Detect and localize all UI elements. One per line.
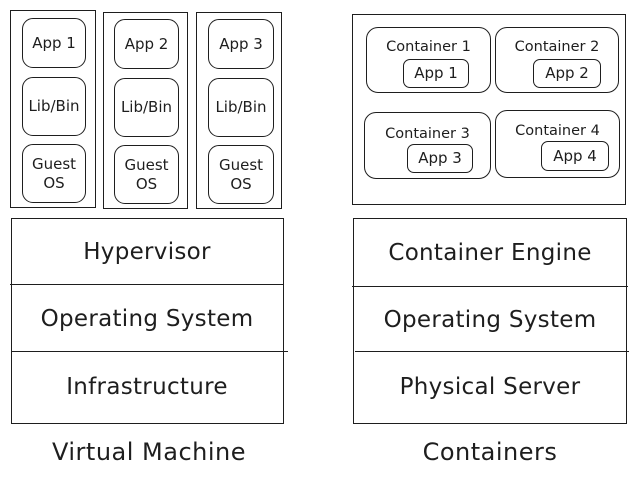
containers-layer-container-engine: Container Engine [355,220,625,286]
container-3: Container 3 [364,112,491,179]
vm-2-guest-os-label: Guest OS [124,155,169,193]
vm-layer-infrastructure: Infrastructure [12,353,282,421]
vm-3-libbin: Lib/Bin [208,78,274,137]
containers-layer-divider-1 [352,286,628,287]
containers-layer-operating-system: Operating System [355,288,625,351]
container-2-app: App 2 [533,59,601,88]
vm-layer-divider-1 [10,284,284,285]
containers-layer-physical-server-label: Physical Server [399,374,581,400]
vm-1-libbin: Lib/Bin [22,77,86,136]
containers-layer-divider-2 [355,351,629,352]
container-4: Container 4 [495,110,620,178]
vm-layer-stack [11,218,284,424]
vm-1-app: App 1 [22,18,86,68]
vm-3-app-label: App 3 [219,34,263,53]
vm-layer-operating-system: Operating System [12,286,282,351]
vm-layer-hypervisor: Hypervisor [12,220,282,284]
container-1-app: App 1 [403,59,469,88]
vm-caption: Virtual Machine [51,438,246,466]
containers-layer-stack [353,218,627,424]
container-3-title: Container 3 [385,126,470,142]
containers-caption: Containers [422,438,558,466]
vm-2-app: App 2 [114,19,179,69]
vm-layer-divider-2 [12,351,288,352]
container-4-app: App 4 [541,141,609,171]
vm-2-guest-os: Guest OS [114,145,179,204]
containers-layer-physical-server: Physical Server [355,353,625,421]
container-3-app-label: App 3 [418,149,462,167]
vm-1-app-label: App 1 [32,33,76,52]
vm-3-libbin-label: Lib/Bin [215,98,267,116]
container-1-title: Container 1 [386,39,471,55]
vm-3-guest-os: Guest OS [208,145,274,204]
container-1: Container 1 [366,27,491,93]
container-4-app-label: App 4 [553,146,597,165]
container-3-app: App 3 [407,144,473,173]
vm-1-guest-os-label: Guest OS [31,154,77,192]
container-1-app-label: App 1 [414,64,458,82]
containers-layer-operating-system-label: Operating System [383,306,597,333]
vm-layer-hypervisor-label: Hypervisor [83,239,211,265]
vm-2-libbin-label: Lib/Bin [120,98,173,116]
vm-layer-operating-system-label: Operating System [40,305,254,332]
vm-2-libbin: Lib/Bin [114,78,179,137]
container-2: Container 2 [495,27,619,93]
container-2-title: Container 2 [514,39,600,55]
vm-layer-infrastructure-label: Infrastructure [66,374,228,400]
vm-3-guest-os-label: Guest OS [218,155,264,193]
vm-2-app-label: App 2 [124,34,169,53]
container-4-title: Container 4 [515,123,600,139]
vm-1-libbin-label: Lib/Bin [28,97,80,115]
containers-layer-container-engine-label: Container Engine [388,240,592,266]
container-2-app-label: App 2 [545,64,589,82]
vm-1-guest-os: Guest OS [22,144,86,203]
vm-3-app: App 3 [208,19,274,69]
